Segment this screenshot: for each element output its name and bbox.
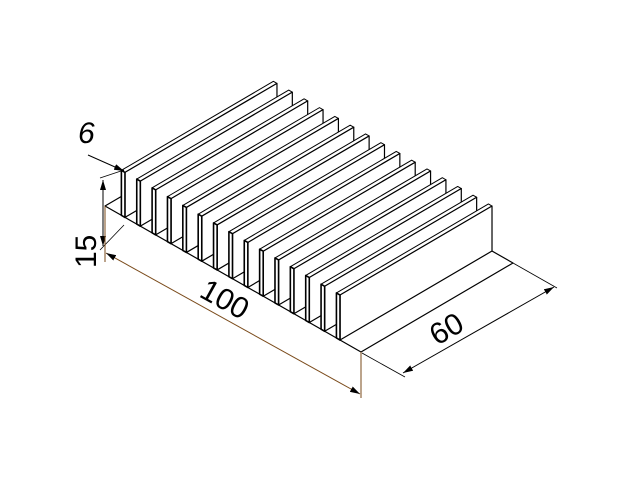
- fin-front: [289, 265, 295, 315]
- dim-depth-ext-front: [361, 352, 406, 378]
- fin-front: [258, 248, 265, 298]
- fin-front: [212, 222, 218, 271]
- dim-depth-ext-back: [512, 262, 558, 289]
- fin-front: [120, 169, 126, 219]
- dim-length-line: [105, 252, 361, 395]
- dim-height-ext-top: [99, 169, 125, 179]
- dim-height-label: 15: [70, 235, 103, 268]
- fin-front: [166, 195, 172, 245]
- fin-front: [151, 187, 157, 236]
- fin-front: [135, 178, 142, 227]
- fin-front: [197, 213, 203, 262]
- dim-fin-thickness-label: 6: [78, 117, 95, 150]
- fin-front: [243, 239, 249, 289]
- fin-front: [335, 292, 341, 341]
- dim-depth-line: [402, 286, 555, 374]
- heatsink-fins: [120, 80, 493, 341]
- dim-depth-label: 60: [424, 307, 469, 352]
- fin-front: [228, 230, 234, 280]
- fin-front: [274, 257, 280, 306]
- dim-fin-thickness-leader: [87, 154, 125, 172]
- fin-front: [320, 283, 326, 333]
- fin-front: [304, 274, 311, 324]
- fin-front: [182, 204, 188, 254]
- dim-height-ext-bottom: [99, 224, 125, 251]
